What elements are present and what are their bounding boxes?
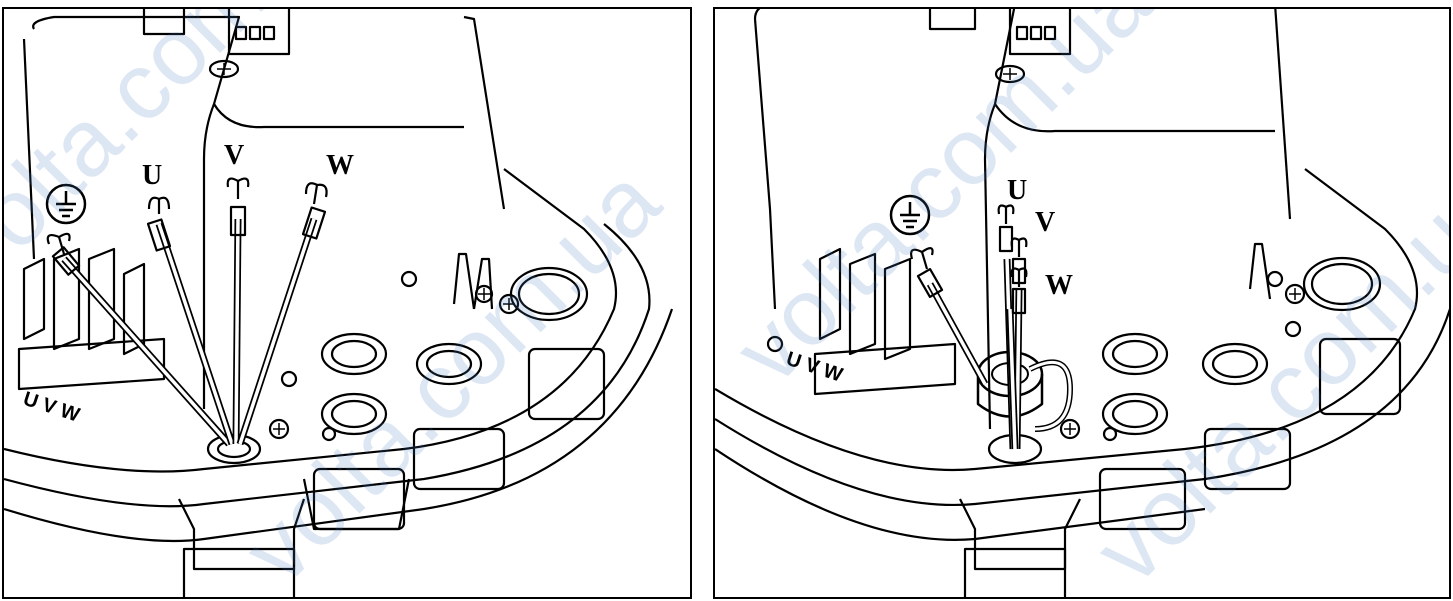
cable-gland — [1318, 337, 1402, 416]
panel-with-ferrite-core: U V W U V W volta.com.ua volta.com.ua — [713, 7, 1451, 599]
fork-lug-u — [997, 204, 1015, 224]
base-plate — [715, 168, 1419, 472]
cable-gland — [178, 498, 306, 571]
watermark: volta.com.ua — [4, 9, 380, 304]
housing-outline — [753, 9, 1016, 430]
ground-symbol-icon — [889, 194, 931, 236]
cable-gland — [1203, 427, 1292, 491]
wire-ferrule-v — [229, 205, 247, 237]
top-terminal-block — [227, 9, 291, 56]
wire-ferrule-u — [998, 225, 1014, 253]
wiring-illustration-left: U V W U V W volta.com.ua volta.com.ua — [4, 9, 680, 597]
ground-symbol-icon — [45, 183, 87, 225]
fork-lug-v — [226, 177, 250, 199]
fork-lug-w — [304, 182, 328, 205]
phase-label-w: W — [326, 150, 354, 181]
wire-ferrule-w — [1011, 287, 1027, 315]
cable-gland — [959, 498, 1081, 571]
base-plate — [4, 168, 618, 473]
phase-label-u: U — [1007, 175, 1027, 206]
phase-label-w: W — [1045, 270, 1073, 301]
cable-gland — [412, 427, 506, 491]
fork-lug-w — [1010, 267, 1028, 287]
cable-gland — [1098, 467, 1187, 531]
terminal-strip-text: U V W — [20, 388, 82, 427]
wire-ferrule-w — [301, 206, 327, 240]
wiring-illustration-right: U V W U V W volta.com.ua volta.com.ua — [715, 9, 1449, 597]
phase-label-v: V — [1035, 207, 1055, 238]
panel-before-ferrite: U V W U V W volta.com.ua volta.com.ua — [2, 7, 692, 599]
phase-label-u: U — [142, 160, 162, 191]
phase-label-v: V — [224, 140, 244, 171]
cable-gland — [527, 347, 606, 421]
fork-lug-u — [147, 196, 171, 214]
wire-ferrule-u — [146, 218, 172, 252]
fork-lug-v — [1010, 237, 1028, 257]
